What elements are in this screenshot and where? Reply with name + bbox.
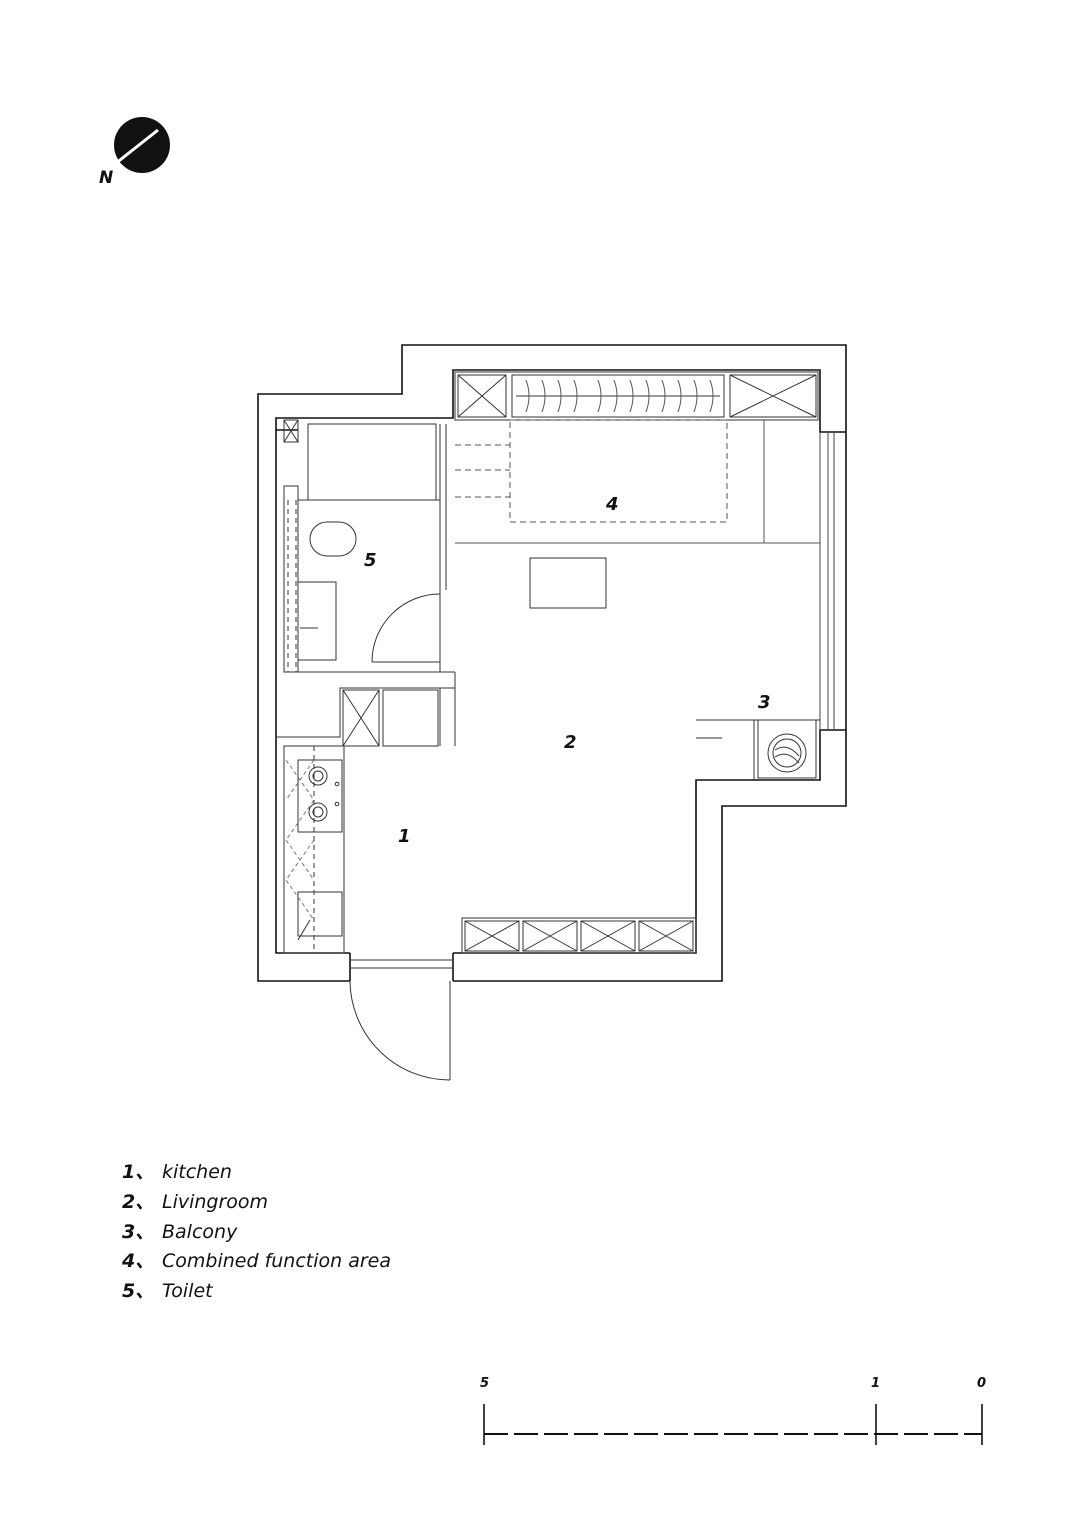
legend-label: Combined function area bbox=[162, 1250, 392, 1273]
fridge-cabinet bbox=[276, 672, 456, 747]
legend-label: Balcony bbox=[162, 1220, 238, 1243]
legend-number: 1、 bbox=[122, 1161, 155, 1183]
room-number-4: 4 bbox=[605, 494, 619, 515]
coffee-table bbox=[529, 557, 607, 609]
scale-label-5: 5 bbox=[480, 1376, 489, 1391]
legend-number: 2、 bbox=[122, 1190, 155, 1213]
legend-label: Livingroom bbox=[162, 1190, 269, 1213]
entrance-door bbox=[349, 959, 453, 1081]
legend-number: 5、 bbox=[122, 1280, 155, 1303]
room-number-2: 2 bbox=[564, 732, 577, 753]
scale-bar: 5 1 0 bbox=[480, 1376, 986, 1445]
tv-cabinet bbox=[461, 917, 697, 954]
room-labels: 1 2 3 4 5 bbox=[364, 494, 771, 847]
room-number-5: 5 bbox=[364, 550, 377, 571]
kitchen-counter bbox=[283, 745, 345, 954]
top-storage bbox=[454, 371, 819, 421]
legend-label: kitchen bbox=[162, 1161, 232, 1183]
legend-item: 4、 Combined function area bbox=[122, 1247, 391, 1277]
legend-number: 3、 bbox=[122, 1220, 155, 1243]
legend-label: Toilet bbox=[162, 1280, 213, 1303]
room-legend: 1、 kitchen 2、 Livingroom 3、 Balcony 4、 Combi… bbox=[122, 1158, 391, 1307]
exterior-walls bbox=[257, 344, 847, 982]
balcony-window bbox=[819, 432, 835, 730]
legend-item: 2、 Livingroom bbox=[122, 1188, 391, 1218]
scale-label-1: 1 bbox=[871, 1376, 880, 1391]
room-number-1: 1 bbox=[398, 826, 411, 847]
room-number-3: 3 bbox=[758, 692, 771, 713]
north-arrow-icon: N bbox=[99, 117, 170, 188]
legend-item: 1、 kitchen bbox=[122, 1158, 391, 1188]
legend-item: 5、 Toilet bbox=[122, 1277, 391, 1307]
washing-machine-icon bbox=[696, 719, 820, 780]
toilet-room bbox=[283, 419, 455, 673]
bed-platform bbox=[455, 419, 820, 544]
scale-label-0: 0 bbox=[977, 1376, 986, 1391]
legend-item: 3、 Balcony bbox=[122, 1218, 391, 1248]
legend-number: 4、 bbox=[122, 1250, 155, 1273]
north-label: N bbox=[99, 168, 113, 188]
